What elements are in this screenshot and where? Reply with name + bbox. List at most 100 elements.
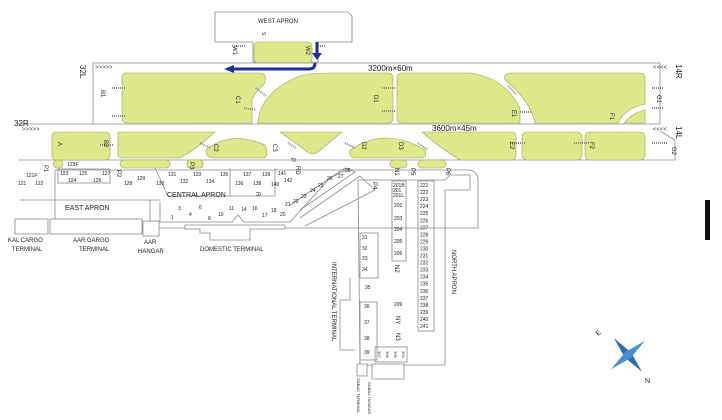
taxiway-label: E1 [510, 110, 516, 118]
stand-number: 3 [178, 206, 181, 212]
stand-number: 306 [385, 351, 390, 358]
runway-dimension: 3200m×60m [368, 64, 413, 73]
area-label: NORTH APRON [450, 250, 456, 294]
grass-pill [119, 159, 171, 169]
taxiway-label: P [289, 158, 295, 162]
aar-hangar [142, 220, 160, 237]
area-label: TERMINAL [12, 247, 43, 253]
taxiway-label: C2 [212, 144, 218, 152]
stand-number: 132 [180, 179, 189, 185]
stand-number: 233 [420, 268, 429, 274]
grass-block [279, 131, 343, 154]
taxiway-label: F1 [608, 113, 614, 121]
stand-number: 16 [252, 206, 258, 212]
stand-number: 126 [93, 178, 102, 184]
taxiway-label: RD [294, 166, 300, 175]
stands-123-127-box [57, 168, 111, 184]
stand-number: 24 [310, 188, 316, 194]
stand-number: 223 [420, 197, 429, 203]
stand-number: 127 [102, 171, 111, 177]
area-label: WEST APRON [258, 19, 298, 25]
stand-number: 21 [285, 202, 291, 208]
stand-number: 232 [420, 261, 429, 267]
grass-block [584, 131, 646, 161]
stand-number: 201L [393, 193, 404, 199]
stand-number: 226 [420, 218, 429, 224]
stand-number: 32 [362, 246, 368, 252]
stand-number: 133 [193, 172, 202, 178]
taxiway-label: R [254, 192, 260, 197]
compass-rose-icon [611, 338, 645, 372]
stand-number: 36 [364, 304, 370, 310]
north-stands-col1 [391, 180, 407, 262]
grass-block [521, 131, 583, 161]
svg-text:<<<<: <<<< [653, 65, 668, 71]
stand-number: 241 [420, 324, 429, 330]
taxiway-label: A [56, 142, 62, 146]
stand-number: 239 [420, 310, 429, 316]
stand-number: 123 [60, 171, 69, 177]
grass-block [349, 137, 427, 159]
stand-number: 8 [208, 216, 211, 222]
stand-number: 221 [420, 183, 429, 189]
svg-text:>>>>>: >>>>> [22, 127, 40, 133]
international-terminal [339, 278, 355, 351]
stand-number: 209 [394, 302, 403, 308]
taxiway-label: S [260, 32, 266, 36]
stand-number: 27 [338, 174, 344, 180]
stand-number: 121F [26, 173, 37, 179]
stand-number: 124 [68, 178, 77, 184]
threshold-chevrons: >>>>> >>>>> <<<< <<<< [22, 65, 668, 133]
stand-number: 6 [199, 205, 202, 211]
stand-number: 22 [293, 199, 299, 205]
kal-cargo-terminal [14, 218, 49, 235]
taxiway-label: W1 [231, 46, 237, 56]
stand-number: 128 [124, 181, 133, 187]
aar-cargo-terminal [49, 218, 143, 235]
runway-label: 32L [78, 65, 87, 79]
taxiway-label: G1 [655, 95, 661, 104]
grass-block [623, 109, 646, 124]
stand-number: 236 [420, 289, 429, 295]
stand-number: 25 [318, 183, 324, 189]
stand-number: 137 [243, 172, 252, 178]
stand-number: 206 [394, 251, 403, 257]
stand-number: 122 [35, 181, 44, 187]
grass-block [396, 72, 521, 124]
area-label: HANGAR [138, 249, 164, 255]
stand-number: 20 [280, 212, 286, 218]
stand-number: 31 [362, 235, 368, 241]
intl-gates-36-39 [359, 301, 378, 361]
stand-number: 305 [393, 351, 398, 358]
taxiway-label: C3 [271, 144, 277, 152]
stand-number: 201B [393, 183, 405, 189]
sgbac-terminal [356, 363, 368, 377]
compass-east: E [595, 329, 603, 338]
taxiway-label: F2 [588, 142, 594, 150]
stand-number: 135 [220, 172, 229, 178]
runway-label: 32R [14, 119, 29, 128]
stand-number: 304 [401, 351, 406, 358]
stand-number: 1 [171, 215, 174, 221]
svg-text:<<<<: <<<< [653, 127, 668, 133]
stand-number: 228 [420, 232, 429, 238]
stand-number: 201 [393, 188, 402, 194]
taxiway-label: P5 [409, 168, 415, 176]
north-stands-col2 [417, 180, 435, 332]
area-label: AAR GARGO [73, 238, 110, 244]
svg-text:>>>>>: >>>>> [95, 65, 113, 71]
stand-number: 225 [420, 211, 429, 217]
stand-number: 240 [420, 317, 429, 323]
central-apron-outline [154, 167, 351, 223]
stands-304-307 [374, 346, 408, 363]
area-label: INTERNATIONAL TERMINAL [330, 262, 336, 342]
stand-number: 23 [301, 194, 307, 200]
stand-number: 38 [364, 336, 370, 342]
taxiway-label: W2 [304, 46, 310, 56]
grass-block [257, 72, 394, 124]
area-label: TERMINAL [79, 247, 110, 253]
stand-number: 18 [271, 208, 277, 214]
taxiway-label: N3 [394, 333, 400, 341]
stand-number: 140 [271, 182, 280, 188]
